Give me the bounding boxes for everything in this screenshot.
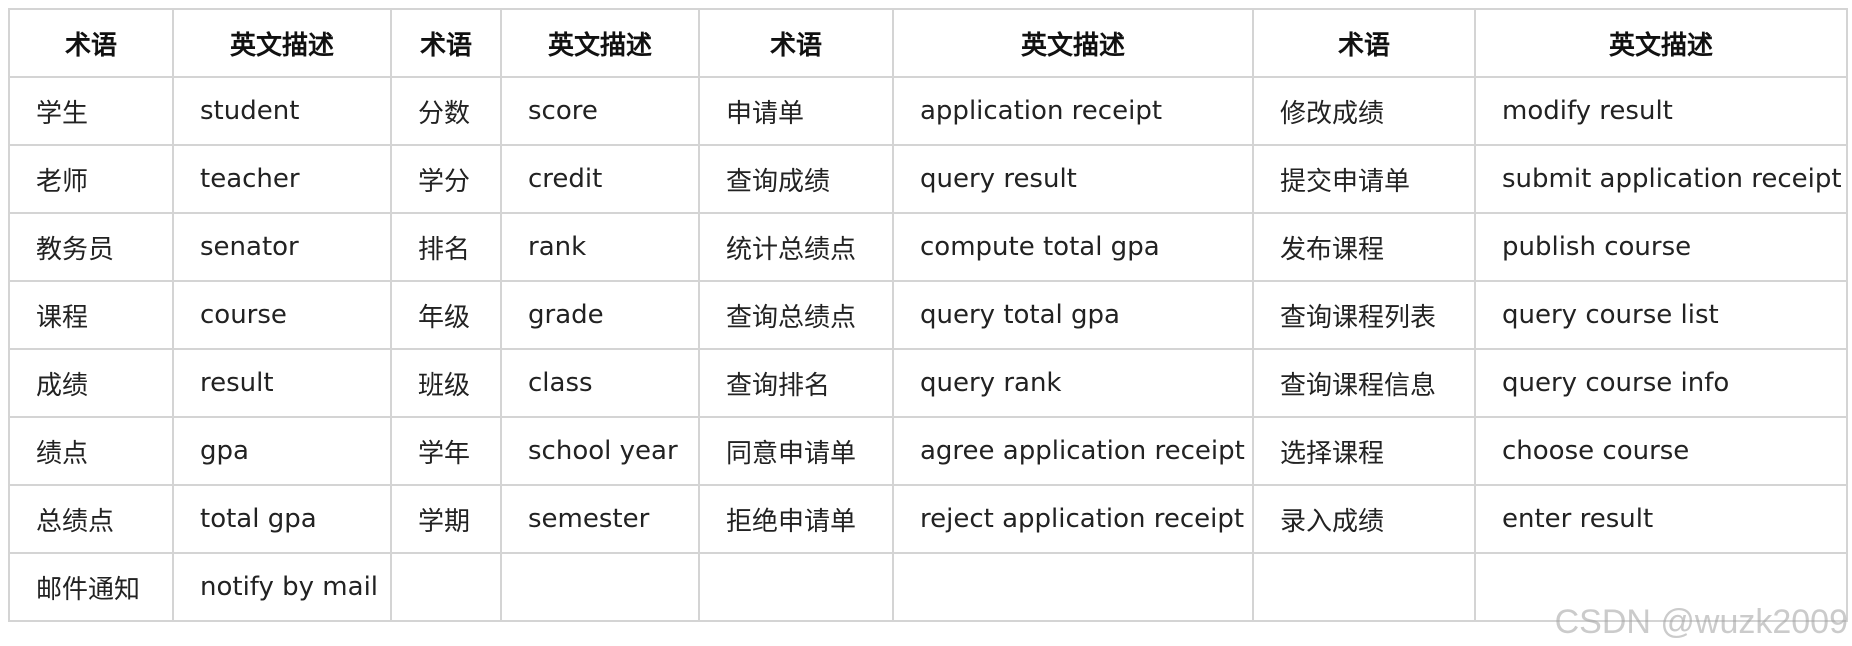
english-cell: query rank (892, 348, 1254, 418)
english-cell: score (500, 76, 700, 146)
term-cell: 同意申请单 (698, 416, 894, 486)
table-row: 总绩点 total gpa 学期 semester 拒绝申请单 reject a… (8, 484, 1848, 554)
english-cell: compute total gpa (892, 212, 1254, 282)
term-cell: 班级 (390, 348, 502, 418)
term-cell: 统计总绩点 (698, 212, 894, 282)
term-cell: 申请单 (698, 76, 894, 146)
term-cell: 查询课程列表 (1252, 280, 1476, 350)
term-cell: 学生 (8, 76, 174, 146)
header-term: 术语 (8, 8, 174, 78)
term-cell: 邮件通知 (8, 552, 174, 622)
term-cell: 选择课程 (1252, 416, 1476, 486)
term-cell: 排名 (390, 212, 502, 282)
english-cell (892, 552, 1254, 622)
glossary-table: 术语 英文描述 术语 英文描述 术语 英文描述 术语 英文描述 学生 stude… (8, 8, 1848, 622)
english-cell: publish course (1474, 212, 1848, 282)
english-cell (1474, 552, 1848, 622)
table-row: 绩点 gpa 学年 school year 同意申请单 agree applic… (8, 416, 1848, 486)
english-cell: choose course (1474, 416, 1848, 486)
term-cell: 绩点 (8, 416, 174, 486)
english-cell: class (500, 348, 700, 418)
term-cell (1252, 552, 1476, 622)
table-row: 课程 course 年级 grade 查询总绩点 query total gpa… (8, 280, 1848, 350)
table-row: 教务员 senator 排名 rank 统计总绩点 compute total … (8, 212, 1848, 282)
english-cell: semester (500, 484, 700, 554)
english-cell (500, 552, 700, 622)
english-cell: enter result (1474, 484, 1848, 554)
english-cell: application receipt (892, 76, 1254, 146)
term-cell: 发布课程 (1252, 212, 1476, 282)
term-cell (390, 552, 502, 622)
english-cell: query course info (1474, 348, 1848, 418)
english-cell: query result (892, 144, 1254, 214)
english-cell: modify result (1474, 76, 1848, 146)
term-cell: 课程 (8, 280, 174, 350)
term-cell: 总绩点 (8, 484, 174, 554)
term-cell: 提交申请单 (1252, 144, 1476, 214)
term-cell: 修改成绩 (1252, 76, 1476, 146)
english-cell: rank (500, 212, 700, 282)
term-cell: 录入成绩 (1252, 484, 1476, 554)
english-cell: senator (172, 212, 392, 282)
english-cell: teacher (172, 144, 392, 214)
english-cell: school year (500, 416, 700, 486)
term-cell: 分数 (390, 76, 502, 146)
term-cell: 年级 (390, 280, 502, 350)
table-row: 老师 teacher 学分 credit 查询成绩 query result 提… (8, 144, 1848, 214)
english-cell: query total gpa (892, 280, 1254, 350)
english-cell: result (172, 348, 392, 418)
term-cell: 教务员 (8, 212, 174, 282)
english-cell: grade (500, 280, 700, 350)
term-cell: 学年 (390, 416, 502, 486)
english-cell: query course list (1474, 280, 1848, 350)
header-english: 英文描述 (1474, 8, 1848, 78)
header-row: 术语 英文描述 术语 英文描述 术语 英文描述 术语 英文描述 (8, 8, 1848, 78)
english-cell: gpa (172, 416, 392, 486)
header-term: 术语 (1252, 8, 1476, 78)
term-cell: 学分 (390, 144, 502, 214)
term-cell: 查询排名 (698, 348, 894, 418)
term-cell: 老师 (8, 144, 174, 214)
term-cell: 学期 (390, 484, 502, 554)
english-cell: agree application receipt (892, 416, 1254, 486)
header-english: 英文描述 (892, 8, 1254, 78)
term-cell: 查询总绩点 (698, 280, 894, 350)
term-cell: 查询课程信息 (1252, 348, 1476, 418)
term-cell (698, 552, 894, 622)
english-cell: credit (500, 144, 700, 214)
english-cell: reject application receipt (892, 484, 1254, 554)
term-cell: 拒绝申请单 (698, 484, 894, 554)
english-cell: total gpa (172, 484, 392, 554)
table-row: 学生 student 分数 score 申请单 application rece… (8, 76, 1848, 146)
header-term: 术语 (698, 8, 894, 78)
term-cell: 查询成绩 (698, 144, 894, 214)
table-row: 邮件通知 notify by mail (8, 552, 1848, 622)
english-cell: submit application receipt (1474, 144, 1848, 214)
term-cell: 成绩 (8, 348, 174, 418)
header-term: 术语 (390, 8, 502, 78)
english-cell: course (172, 280, 392, 350)
header-english: 英文描述 (172, 8, 392, 78)
english-cell: notify by mail (172, 552, 392, 622)
table-row: 成绩 result 班级 class 查询排名 query rank 查询课程信… (8, 348, 1848, 418)
english-cell: student (172, 76, 392, 146)
header-english: 英文描述 (500, 8, 700, 78)
